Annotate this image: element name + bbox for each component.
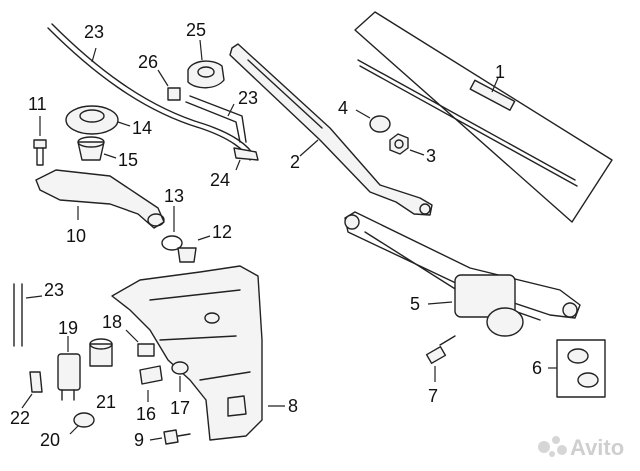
callout-9: 9 xyxy=(134,430,144,450)
callout-22: 22 xyxy=(10,408,30,428)
avito-dots-icon xyxy=(538,436,567,457)
washer-pump xyxy=(57,336,81,401)
callout-13: 13 xyxy=(164,186,184,206)
callout-8: 8 xyxy=(288,396,298,416)
level-sensor-grommet xyxy=(125,329,155,357)
bushing xyxy=(77,136,117,161)
washer-hose-top xyxy=(47,23,255,161)
hose-fitting xyxy=(21,371,43,409)
arm-nut xyxy=(389,133,425,156)
washer-hose-left xyxy=(13,283,43,347)
callout-6: 6 xyxy=(532,358,542,378)
washer-hose-mid xyxy=(185,95,247,143)
callout-labels: 1 2 3 4 5 6 7 8 9 10 11 12 13 14 15 16 1… xyxy=(10,20,542,450)
drain-plug xyxy=(69,412,95,435)
grommet-set xyxy=(548,339,606,398)
callout-14: 14 xyxy=(132,118,152,138)
wiper-arm xyxy=(229,43,433,216)
bracket-bolt xyxy=(33,116,47,166)
filler-seal xyxy=(161,206,183,251)
level-sensor xyxy=(139,365,163,402)
callout-12: 12 xyxy=(212,222,232,242)
linkage-bolt xyxy=(425,335,456,382)
arm-cap xyxy=(355,109,391,133)
wiper-blade-clip xyxy=(469,79,516,111)
callout-10: 10 xyxy=(66,226,86,246)
reservoir-bolt xyxy=(149,429,191,445)
grommet-box xyxy=(556,339,606,398)
wiper-linkage xyxy=(344,211,581,337)
callout-26: 26 xyxy=(138,52,158,72)
grommet-12 xyxy=(177,235,211,263)
callout-17: 17 xyxy=(170,398,190,418)
callout-3: 3 xyxy=(426,146,436,166)
check-valve xyxy=(157,69,181,101)
callout-19: 19 xyxy=(58,318,78,338)
pump-sleeve xyxy=(89,338,113,367)
callout-20: 20 xyxy=(40,430,60,450)
callout-23-mid: 23 xyxy=(238,88,258,108)
callout-18: 18 xyxy=(102,312,122,332)
wiper-blade xyxy=(357,59,578,187)
callout-24: 24 xyxy=(210,170,230,190)
callout-2: 2 xyxy=(290,152,300,172)
callout-16: 16 xyxy=(136,404,156,424)
callout-11: 11 xyxy=(28,94,47,114)
sensor-grommet xyxy=(171,361,189,392)
callout-4: 4 xyxy=(338,98,348,118)
callout-21: 21 xyxy=(96,392,116,412)
callout-5: 5 xyxy=(410,294,420,314)
callout-1: 1 xyxy=(495,62,505,82)
washer-nozzle xyxy=(187,39,225,89)
washer-reservoir xyxy=(111,265,285,441)
callout-15: 15 xyxy=(118,150,138,170)
wiper-blade-panel xyxy=(354,11,613,223)
callout-7: 7 xyxy=(428,386,438,406)
callout-23-left: 23 xyxy=(44,280,64,300)
filler-neck xyxy=(35,169,165,229)
callout-23-top: 23 xyxy=(84,22,104,42)
watermark-text: Avito xyxy=(570,435,624,460)
hose-connector xyxy=(233,147,259,171)
wiper-blade-box xyxy=(354,11,613,223)
wiper-motor xyxy=(454,274,516,318)
reservoir-mount xyxy=(65,105,131,135)
watermark: Avito xyxy=(538,435,624,460)
callout-25: 25 xyxy=(186,20,206,40)
